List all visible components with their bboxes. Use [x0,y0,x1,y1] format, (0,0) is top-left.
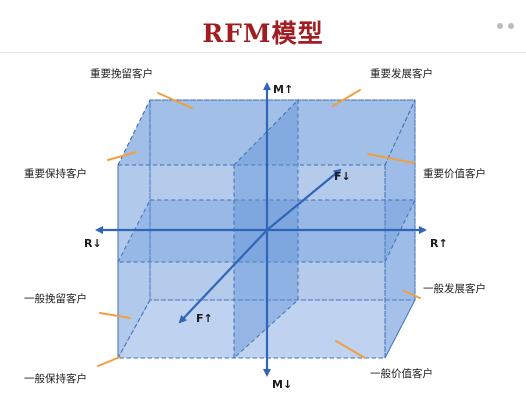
leader-general-retain [99,312,131,319]
m-up-label: M↑ [273,83,293,96]
leader-important-develop [332,89,361,107]
leader-important-keep [107,151,137,161]
leader-lines [97,89,421,367]
f-axis-up [266,168,342,231]
f-down-label: F↓ [334,170,351,183]
leader-general-keep [97,356,121,367]
label-important-retain: 重要挽留客户 [90,67,153,80]
f-up-label: F↑ [196,312,213,325]
label-important-develop: 重要发展客户 [370,67,433,80]
leader-general-value [335,340,366,359]
cube-front-face [117,164,386,359]
label-important-value: 重要价值客户 [423,167,486,180]
page-title: RFM模型 [202,19,324,48]
label-general-develop: 一般发展客户 [423,282,486,295]
title-divider [0,52,526,53]
leader-important-value [367,153,415,164]
label-general-retain: 一般挽留客户 [24,292,87,305]
f-axis-down [178,229,268,324]
leader-general-develop [403,290,421,299]
r-down-label: R↓ [84,237,102,250]
axes [95,82,427,377]
label-general-value: 一般价值客户 [370,367,433,380]
m-down-label: M↓ [272,378,292,391]
label-general-keep: 一般保持客户 [24,372,87,385]
r-up-label: R↑ [430,237,448,250]
leader-important-retain [157,92,193,109]
dot [508,23,514,29]
label-important-keep: 重要保持客户 [24,167,87,180]
axis-labels: M↑ M↓ F↓ F↑ R↓ R↑ [84,83,448,391]
dot [497,23,503,29]
segment-labels: 重要挽留客户 重要发展客户 重要保持客户 重要价值客户 一般挽留客户 一般发展客… [24,67,486,385]
